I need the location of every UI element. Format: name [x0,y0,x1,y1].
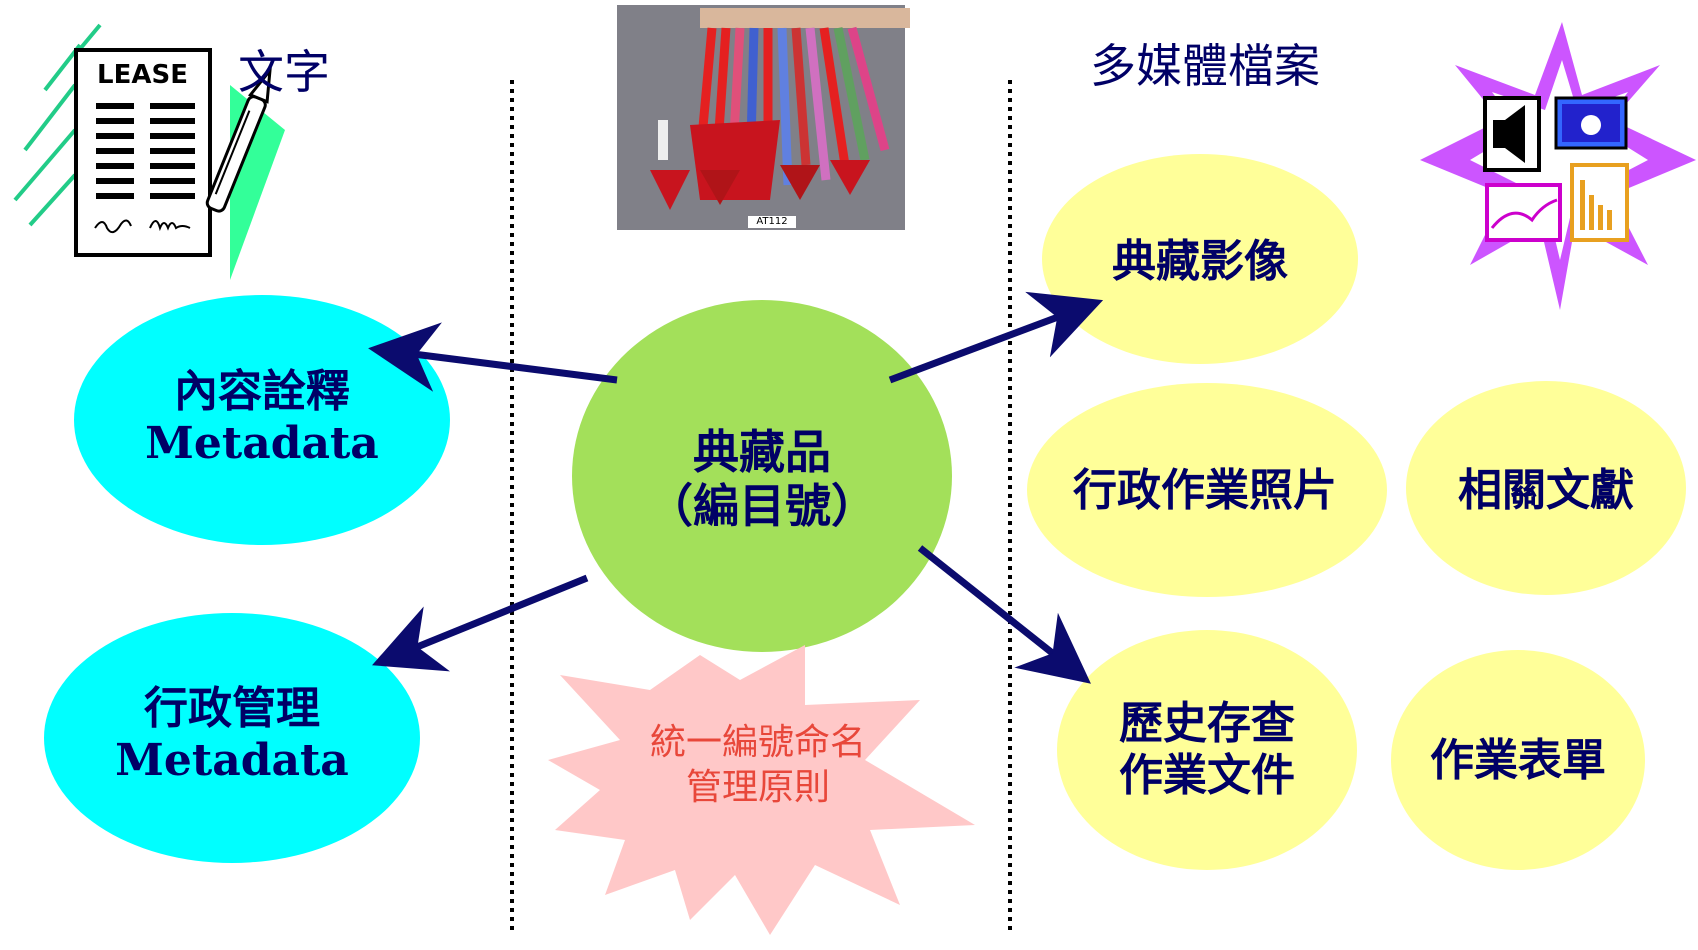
admin-metadata-line2: Metadata [115,734,349,786]
arrow-to-content-metadata [368,322,618,392]
textile-photo [617,5,910,230]
admin-photos-ellipse [1027,383,1387,597]
history-documents-label: 歷史存查 作業文件 [1057,698,1357,802]
photo-caption: AT112 [756,216,788,227]
arrow-to-collection-images [888,291,1104,384]
collection-item-line2: （編目號） [647,479,877,534]
naming-principle-line1: 統一編號命名 [649,722,866,763]
work-forms-label: 作業表單 [1430,735,1606,786]
arrow-to-history-documents [917,545,1091,684]
naming-principle-line2: 管理原則 [685,767,830,808]
admin-photos-label: 行政作業照片 [1073,465,1337,516]
content-metadata-label: 內容詮釋 Metadata [112,366,412,470]
metadata-admin-ellipse [44,613,420,863]
text-header: 文字 [238,45,330,99]
multimedia-header: 多媒體檔案 [1090,39,1320,93]
naming-principle-label: 統一編號命名 管理原則 [608,720,908,810]
collection-images-label: 典藏影像 [1112,236,1288,287]
content-metadata-line1: 內容詮釋 [174,366,350,417]
collection-item-line1: 典藏品 [693,425,831,479]
collection-item-label: 典藏品 （編目號） [612,425,912,534]
history-documents-line1: 歷史存查 [1119,698,1295,749]
metadata-content-ellipse [74,295,450,545]
related-literature-label: 相關文獻 [1458,465,1634,516]
multimedia-icon [1420,22,1696,310]
admin-metadata-label: 行政管理 Metadata [82,683,382,787]
collection-item-circle [572,300,952,652]
collection-images-ellipse [1042,154,1358,364]
lease-title: LEASE [97,60,188,90]
content-metadata-line2: Metadata [145,417,379,469]
naming-principle-starburst [548,645,975,935]
work-forms-ellipse [1391,650,1645,870]
lease-document-icon [13,23,285,280]
related-literature-ellipse [1406,381,1686,595]
history-documents-ellipse [1057,630,1357,870]
arrow-to-admin-metadata [372,574,589,672]
history-documents-line2: 作業文件 [1119,749,1295,801]
admin-metadata-line1: 行政管理 [144,683,320,734]
